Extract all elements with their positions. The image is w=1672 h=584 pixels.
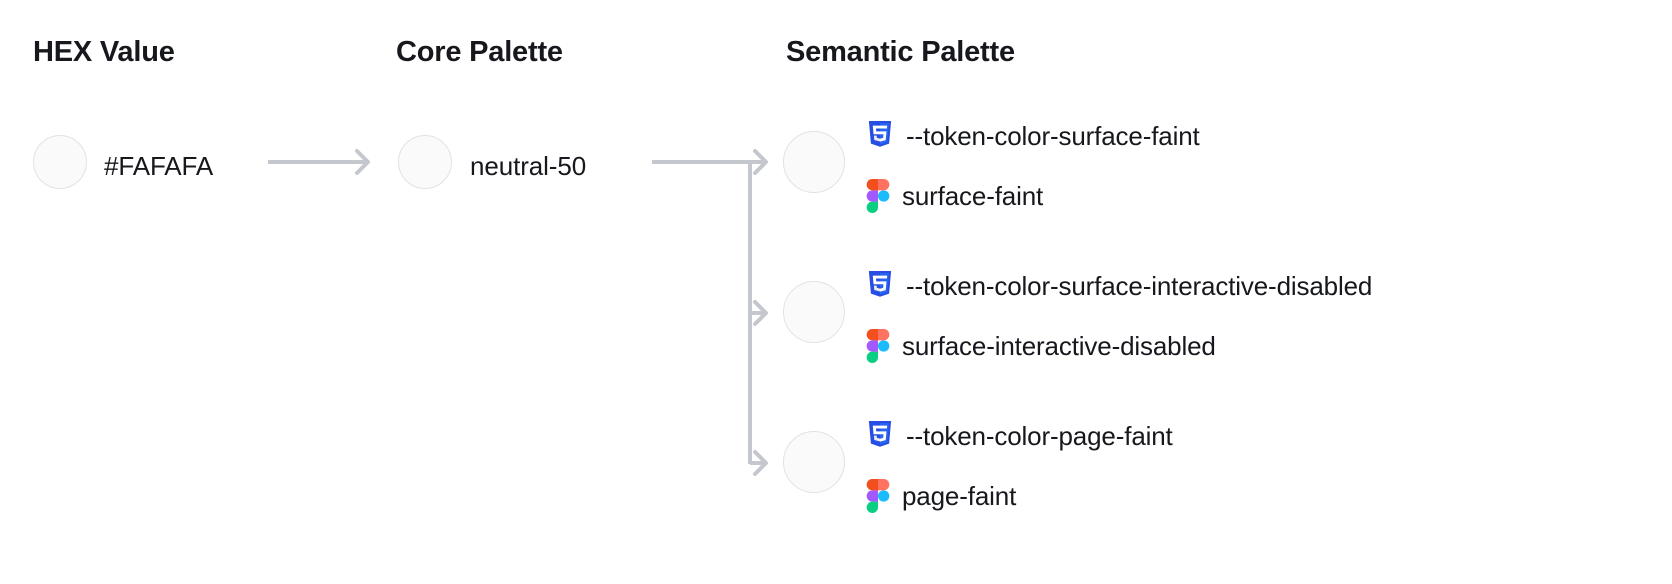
hex-value-label: #FAFAFA — [104, 151, 214, 181]
css-token-name: --token-color-surface-faint — [906, 120, 1200, 151]
figma-token-line: surface-faint — [866, 174, 1656, 218]
figma-token-name: page-faint — [902, 480, 1017, 511]
css3-icon — [868, 271, 892, 297]
css-token-name: --token-color-page-faint — [906, 420, 1173, 451]
figma-token-name: surface-interactive-disabled — [902, 330, 1216, 361]
branch-trunk — [652, 160, 752, 464]
semantic-token-row: --token-color-surface-faint surface-fain… — [866, 114, 1656, 218]
figma-icon — [866, 479, 890, 513]
figma-icon — [866, 179, 890, 213]
css-token-line: --token-color-page-faint — [866, 414, 1656, 458]
column-heading-hex-value: HEX Value — [33, 36, 175, 68]
column-heading-core-palette: Core Palette — [396, 36, 563, 68]
semantic-token-row: --token-color-page-faint page-faint — [866, 414, 1656, 518]
color-swatch-core — [398, 135, 452, 189]
css3-icon — [868, 121, 892, 147]
figma-token-line: page-faint — [866, 474, 1656, 518]
css-token-line: --token-color-surface-interactive-disabl… — [866, 264, 1656, 308]
core-palette-label: neutral-50 — [470, 151, 587, 181]
figma-token-line: surface-interactive-disabled — [866, 324, 1656, 368]
column-heading-semantic-palette: Semantic Palette — [786, 36, 1015, 68]
css-token-line: --token-color-surface-faint — [866, 114, 1656, 158]
color-swatch-semantic-1 — [783, 281, 845, 343]
color-swatch-hex — [33, 135, 87, 189]
color-swatch-semantic-2 — [783, 431, 845, 493]
arrow-branch-to-token-3 — [750, 450, 768, 476]
css3-icon — [868, 421, 892, 447]
css-token-name: --token-color-surface-interactive-disabl… — [906, 270, 1373, 301]
semantic-token-row: --token-color-surface-interactive-disabl… — [866, 264, 1656, 368]
arrow-branch-to-token-1 — [750, 149, 768, 175]
color-swatch-semantic-0 — [783, 131, 845, 193]
arrow-hex-to-core — [268, 149, 370, 175]
arrow-branch-to-token-2 — [750, 300, 768, 326]
figma-icon — [866, 329, 890, 363]
figma-token-name: surface-faint — [902, 180, 1044, 211]
